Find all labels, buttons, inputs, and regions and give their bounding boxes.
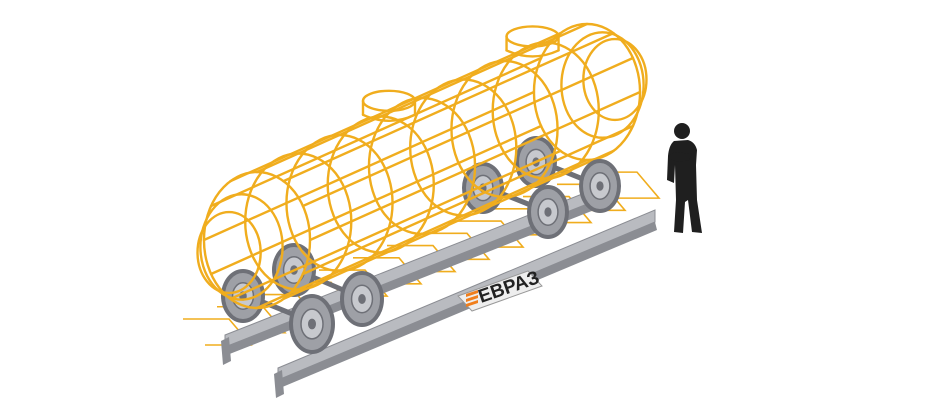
front-wheelsets [289, 159, 621, 354]
tank-end-cap [560, 31, 645, 139]
tank-stringer [308, 90, 642, 242]
evraz-logo-icon [466, 290, 478, 307]
tank-wireframe [196, 22, 648, 310]
tank-dome-base [505, 49, 560, 58]
tank-end-cap [582, 37, 648, 122]
tank-stringer [229, 149, 562, 301]
tank-stringer [282, 149, 615, 301]
tank-stringer [282, 31, 615, 183]
person-silhouette [667, 123, 702, 233]
tank-stringer [202, 90, 536, 242]
tank-stringer [301, 56, 635, 208]
wheel-hub [544, 207, 552, 217]
wheel-hub [596, 181, 604, 191]
front-rail-end [274, 370, 284, 398]
tank-dome-base [361, 113, 417, 122]
tank-end-cap [196, 210, 262, 295]
tank-dome-side [505, 35, 560, 52]
tank-stringer [301, 124, 635, 276]
wheel-hub [358, 294, 366, 304]
tank-stringer [255, 22, 589, 174]
tank-stringer [255, 158, 589, 310]
tank-dome-side [361, 99, 417, 116]
tank-stringer [209, 124, 543, 276]
back-rail-end [221, 337, 231, 365]
wheel-hub [308, 318, 316, 330]
tank-stringer [229, 31, 562, 183]
tank-stringer [209, 56, 543, 208]
tank-end-cap [199, 193, 284, 301]
